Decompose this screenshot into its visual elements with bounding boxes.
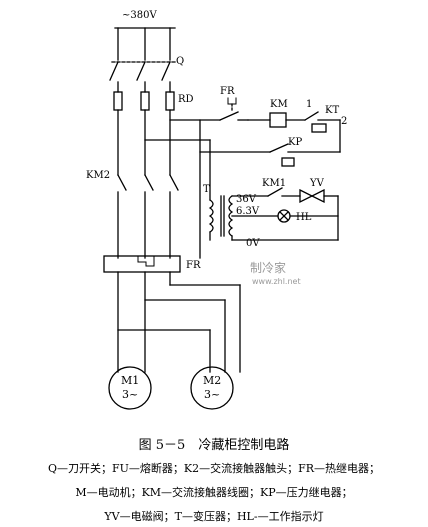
label-supply: ~380V: [122, 10, 157, 21]
fr-thermal-relay: [103, 255, 241, 373]
control-circuit: [144, 97, 341, 259]
label-m2-name: M2: [203, 374, 221, 387]
label-km1: KM1: [262, 178, 286, 189]
km2-main-contacts: [117, 174, 179, 259]
label-m1-name: M1: [121, 374, 139, 387]
label-fr-bottom: FR: [186, 260, 201, 271]
q-knife-switch: [109, 61, 177, 93]
label-yv: YV: [309, 178, 325, 189]
label-kt-pin1: 1: [306, 99, 312, 110]
rd-fuses: [113, 91, 175, 176]
label-kt: KT: [325, 105, 339, 116]
figure-caption-title: 图 5－5 冷藏柜控制电路: [138, 438, 290, 453]
label-km2: KM2: [86, 170, 110, 181]
label-0v: 0V: [246, 238, 260, 249]
motor-m1: [108, 366, 152, 410]
figure-legend-line-1: Q—刀开关；FU—熔断器；K2—交流接触器触头；FR—热继电器；: [47, 462, 381, 475]
label-km: KM: [270, 99, 288, 110]
watermark-logo: 制冷家: [250, 260, 286, 275]
label-6-3v: 6.3V: [236, 206, 260, 217]
label-fr-top: FR: [220, 86, 235, 97]
label-hl: HL: [296, 212, 312, 223]
main-phase-lines: [114, 27, 176, 61]
motor-m2: [190, 366, 234, 410]
watermark-url: www.zhl.net: [252, 277, 301, 286]
label-m2-phase: 3~: [204, 388, 220, 401]
label-kp: KP: [288, 137, 302, 148]
label-rd: RD: [178, 94, 194, 105]
figure-legend-line-2: M—电动机；KM—交流接触器线圈；KP—压力继电器；: [75, 486, 353, 499]
label-m1-phase: 3~: [122, 388, 138, 401]
label-kt-pin2: 2: [341, 116, 347, 127]
label-q: Q: [176, 56, 184, 67]
label-36v: 36V: [236, 194, 257, 205]
figure-legend-line-3: YV—电磁阀；T—变压器；HL-—工作指示灯: [104, 510, 324, 523]
control-circuit-diagram: 制冷家 www.zhl.net ~380V Q RD FR KM 1 KT 2 …: [86, 10, 347, 410]
label-t: T: [203, 184, 210, 195]
